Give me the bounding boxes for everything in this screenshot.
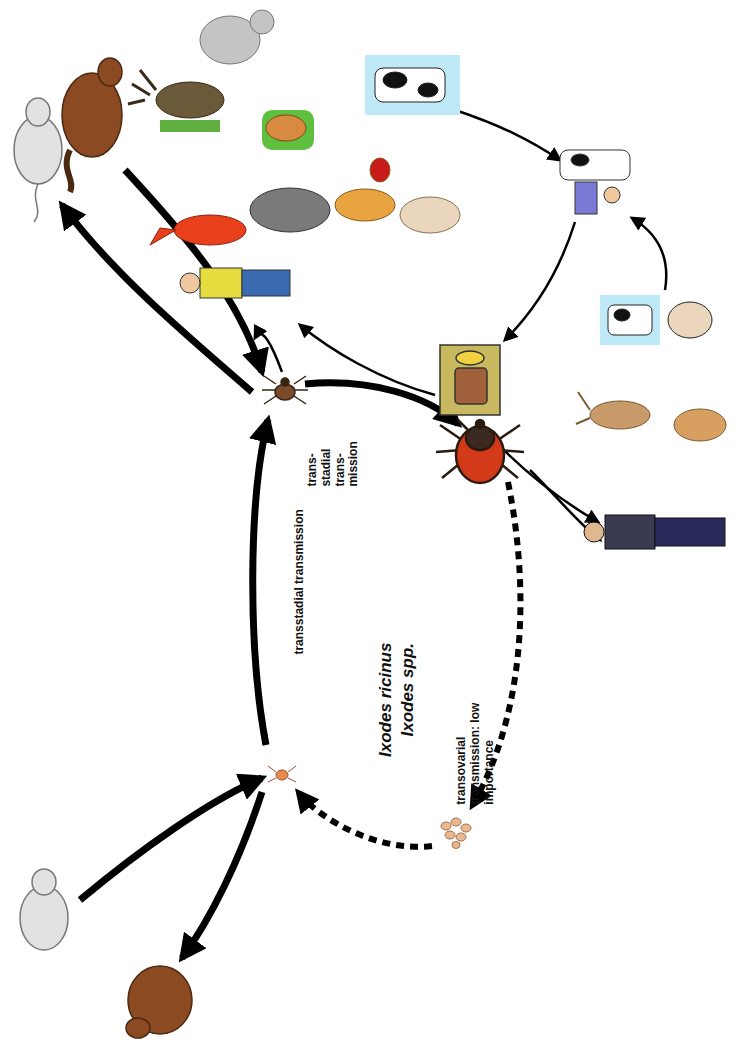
boar-host bbox=[250, 188, 330, 232]
cycle-label: Ixodes ricinus bbox=[376, 643, 396, 757]
fawn-host bbox=[262, 110, 314, 150]
fox-host bbox=[150, 215, 246, 245]
cow-goat-pair bbox=[600, 295, 712, 345]
cycle-label: trans- stadial trans- mission bbox=[306, 437, 361, 487]
human-host bbox=[584, 515, 725, 549]
nymph-tick bbox=[262, 376, 308, 404]
rodent-host bbox=[62, 58, 122, 192]
larva-tick bbox=[268, 766, 296, 782]
goat-host bbox=[400, 197, 460, 233]
deer-host bbox=[576, 392, 726, 441]
human-host bbox=[180, 268, 290, 298]
cow-host bbox=[365, 55, 460, 115]
mouse-host bbox=[14, 98, 62, 222]
dairy-products bbox=[440, 345, 500, 415]
moose-host bbox=[128, 70, 224, 132]
cycle-label: transstadial transmission bbox=[293, 509, 307, 654]
mouse-host bbox=[20, 869, 68, 950]
dog-host bbox=[335, 158, 395, 221]
cycle-label: transovarial transmission: low importanc… bbox=[455, 685, 496, 805]
adult-tick bbox=[436, 420, 524, 483]
cat-host bbox=[200, 10, 274, 64]
tick-eggs bbox=[441, 818, 471, 849]
rodent-host bbox=[126, 966, 192, 1038]
cycle-label: Ixodes spp. bbox=[398, 643, 418, 737]
cycle-arrows bbox=[62, 110, 666, 958]
milking-figure bbox=[560, 150, 630, 214]
